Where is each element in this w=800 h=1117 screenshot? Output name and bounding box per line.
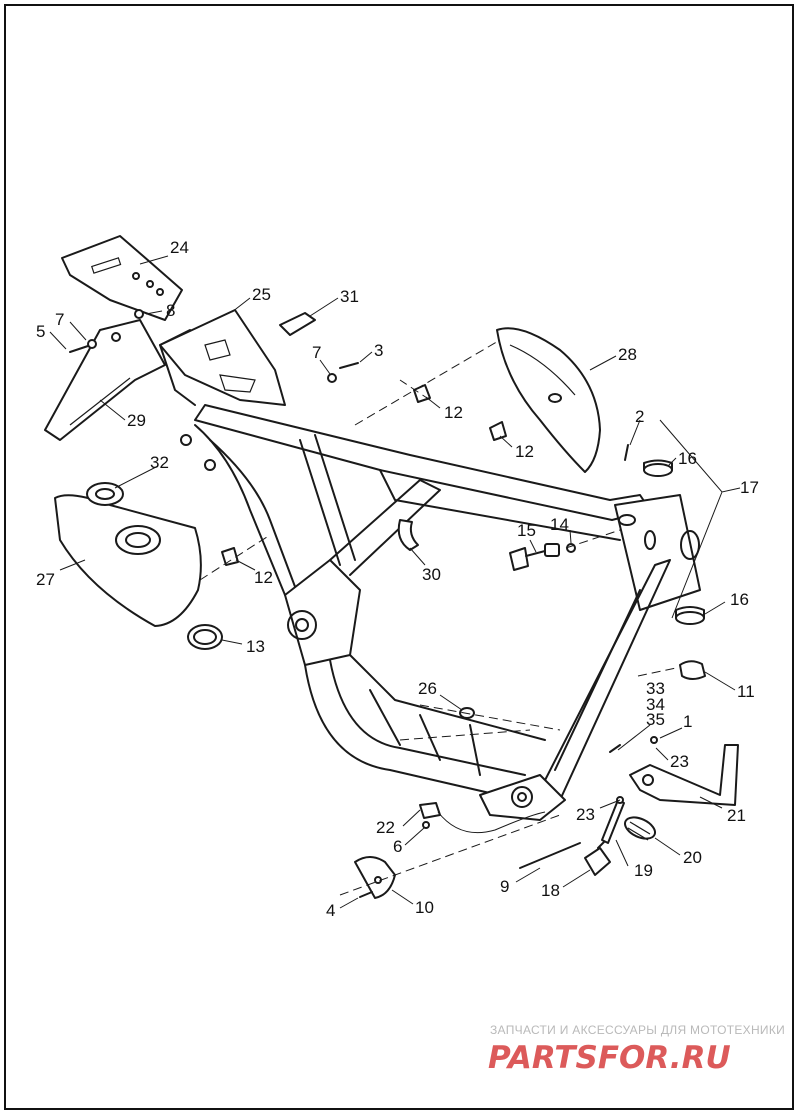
callout-24: 24 [170,238,189,257]
fasteners [69,309,658,898]
callout-25: 25 [252,285,271,304]
callout-22: 22 [376,818,395,837]
callout-12b: 12 [515,442,534,461]
callout-19: 19 [634,861,653,880]
callout-30: 30 [422,565,441,584]
part-10-bracket [354,856,396,899]
callout-29: 29 [127,411,146,430]
callout-16b: 16 [730,590,749,609]
callout-14: 14 [550,515,569,534]
callout-16a: 16 [678,449,697,468]
callout-23b: 23 [576,805,595,824]
callout-2: 2 [635,407,644,426]
callout-11: 11 [737,682,755,701]
callout-12c: 12 [254,568,273,587]
callout-4: 4 [326,901,335,920]
part-31-clip [279,312,316,336]
part-27-side-cover [54,494,202,627]
watermark: ЗАПЧАСТИ И АКСЕССУАРЫ ДЛЯ МОТОТЕХНИКИ PA… [488,1023,785,1076]
callout-32: 32 [150,453,169,472]
callout-31: 31 [340,287,359,306]
page-border [4,4,794,1110]
alignment-lines [199,339,677,896]
part-22-sensor [419,802,546,834]
watermark-tagline: ЗАПЧАСТИ И АКСЕССУАРЫ ДЛЯ МОТОТЕХНИКИ [490,1023,785,1037]
part-30-hook [397,519,419,551]
callout-12a: 12 [444,403,463,422]
callout-3: 3 [374,341,383,360]
part-9-tie [519,842,581,869]
callout-34: 34 [646,695,665,714]
callout-15: 15 [517,521,536,540]
callout-7b: 7 [312,343,321,362]
part-25-center-plate [159,309,286,406]
callout-6: 6 [393,837,402,856]
part-13-gasket [187,624,223,650]
callout-17: 17 [740,478,759,497]
callout-20: 20 [683,848,702,867]
part-19-pin [601,799,625,844]
part-20-pad [624,816,656,841]
callout-7a: 7 [55,310,64,329]
callout-28: 28 [618,345,637,364]
part-18-switch [584,841,611,876]
callout-10: 10 [415,898,434,917]
motorcycle-frame [159,329,701,821]
callout-9: 9 [500,877,509,896]
callout-18: 18 [541,881,560,900]
part-15-key [509,543,560,571]
part-21-kickstand [629,744,739,806]
callout-13: 13 [246,637,265,656]
leader-lines [49,255,741,909]
callout-1: 1 [683,712,692,731]
part-11-clamp [679,660,706,680]
callout-5: 5 [36,322,45,341]
callout-numbers: 24 25 31 8 7 5 3 7 29 12 12 28 2 16 17 3… [36,238,759,920]
callout-35: 35 [646,710,665,729]
callout-8: 8 [166,301,175,320]
part-16-bearing-upper [643,459,673,477]
watermark-logo: PARTSFOR.RU [488,1040,731,1076]
part-32-ring [86,482,124,506]
part-16-bearing-lower [675,606,705,625]
callout-27: 27 [36,570,55,589]
part-29-side-bracket [44,319,166,441]
callout-23a: 23 [670,752,689,771]
callout-26: 26 [418,679,437,698]
part-24-fender-bracket [61,235,183,321]
callout-33: 33 [646,679,665,698]
part-28-neck-cover [496,327,601,473]
callout-21: 21 [727,806,746,825]
